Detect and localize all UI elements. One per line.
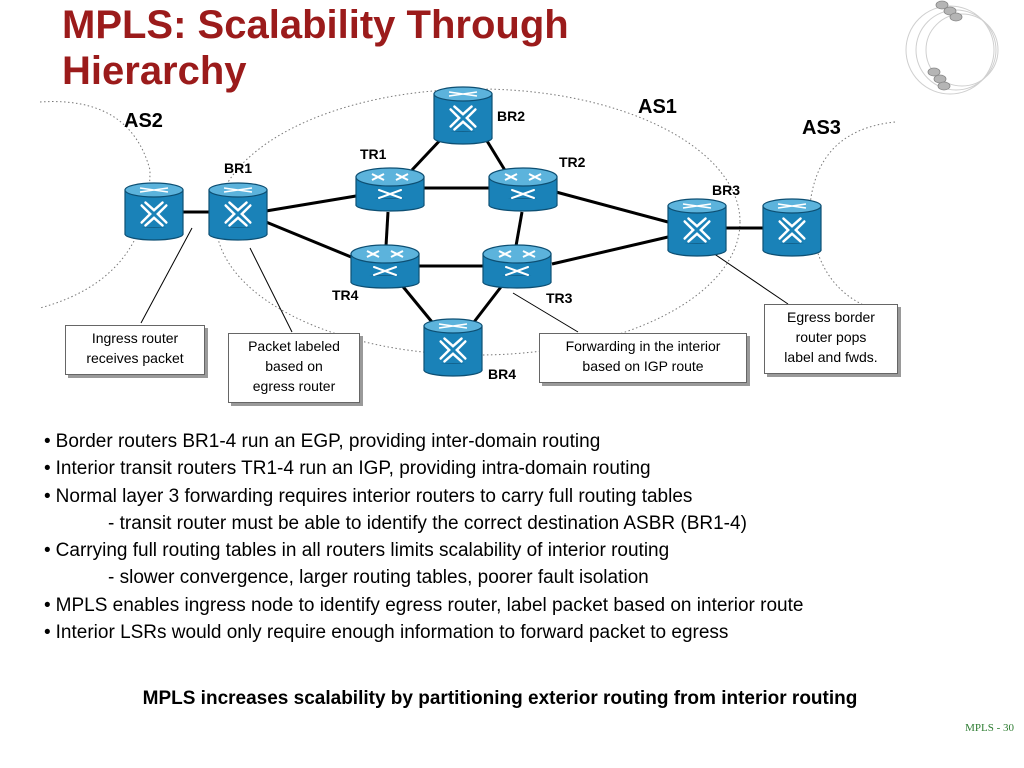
as3-boundary (809, 121, 896, 316)
sub-bullet-item: - transit router must be able to identif… (108, 512, 747, 534)
callout-labeled-line-3: egress router (252, 378, 336, 394)
callout-ingress-line-2: receives packet (86, 350, 184, 366)
bullet-item: Border routers BR1-4 run an EGP, providi… (44, 428, 803, 455)
router-br4 (424, 319, 482, 376)
conclusion-text: MPLS increases scalability by partitioni… (142, 688, 858, 709)
router-br2 (434, 87, 492, 144)
router-tr1 (355, 167, 425, 212)
slide-footer: MPLS - 30 (965, 722, 1014, 734)
bullet-item: Interior LSRs would only require enough … (44, 619, 803, 646)
callout-egress-router: Egress border router pops label and fwds… (764, 304, 898, 374)
link-tr4-br4 (398, 282, 434, 323)
callout-pointers (140, 227, 789, 333)
as2-label: AS2 (124, 110, 163, 132)
bullet-list: Border routers BR1-4 run an EGP, providi… (44, 428, 804, 646)
callout-ingress-router: Ingress router receives packet (65, 325, 205, 375)
link-br1-tr1 (265, 194, 357, 213)
link-tr3-br3 (551, 235, 669, 266)
bullet-item: MPLS enables ingress node to identify eg… (44, 592, 804, 619)
router-tr4 (350, 244, 420, 289)
as3-label: AS3 (802, 117, 841, 139)
router-tr3 (482, 244, 552, 289)
cisco-logo-icon (905, 0, 999, 95)
bullet-item: Normal layer 3 forwarding requires inter… (44, 483, 803, 510)
slide-title: MPLS: Scalability Through Hierarchy (62, 2, 569, 94)
router-br1 (209, 183, 267, 240)
router-as2 (125, 183, 183, 240)
bullet-item: Carrying full routing tables in all rout… (44, 537, 803, 564)
callout-packet-labeled: Packet labeled based on egress router (228, 333, 360, 403)
bullet-item: Interior transit routers TR1-4 run an IG… (44, 455, 803, 482)
link-br2-tr2 (482, 135, 508, 173)
br4-label: BR4 (488, 366, 517, 382)
callout-egress-line-1: Egress border (787, 309, 875, 325)
link-tr3-br4 (472, 282, 506, 323)
callout-ingress-line-1: Ingress router (91, 330, 179, 346)
router-tr2 (488, 167, 558, 212)
link-tr2-br3 (555, 190, 669, 224)
link-tr2-tr3 (514, 211, 524, 247)
callout-forwarding-line-1: Forwarding in the interior (565, 338, 721, 354)
link-tr1-tr4 (384, 211, 390, 247)
callout-labeled-line-2: based on (265, 358, 323, 374)
callout-egress-line-3: label and fwds. (784, 349, 878, 365)
callout-forwarding-line-2: based on IGP route (582, 358, 704, 374)
slide-title-line-1: MPLS: Scalability Through (62, 3, 569, 47)
tr2-label: TR2 (559, 154, 586, 170)
br3-label: BR3 (712, 182, 741, 198)
router-as3 (763, 199, 821, 256)
router-br3 (668, 199, 726, 256)
network-diagram (39, 0, 896, 420)
callout-egress-line-2: router pops (795, 329, 867, 345)
as2-boundary (39, 101, 151, 309)
callout-labeled-line-1: Packet labeled (248, 338, 340, 354)
tr4-label: TR4 (332, 287, 359, 303)
link-br1-tr4 (265, 220, 357, 261)
br2-label: BR2 (497, 108, 526, 124)
tr3-label: TR3 (546, 290, 573, 306)
sub-bullet-item: - slower convergence, larger routing tab… (108, 567, 649, 589)
links (182, 134, 764, 323)
as1-label: AS1 (638, 96, 677, 118)
br1-label: BR1 (224, 160, 253, 176)
slide-title-line-2: Hierarchy (62, 49, 247, 93)
callout-interior-forwarding: Forwarding in the interior based on IGP … (539, 333, 747, 383)
tr1-label: TR1 (360, 146, 387, 162)
